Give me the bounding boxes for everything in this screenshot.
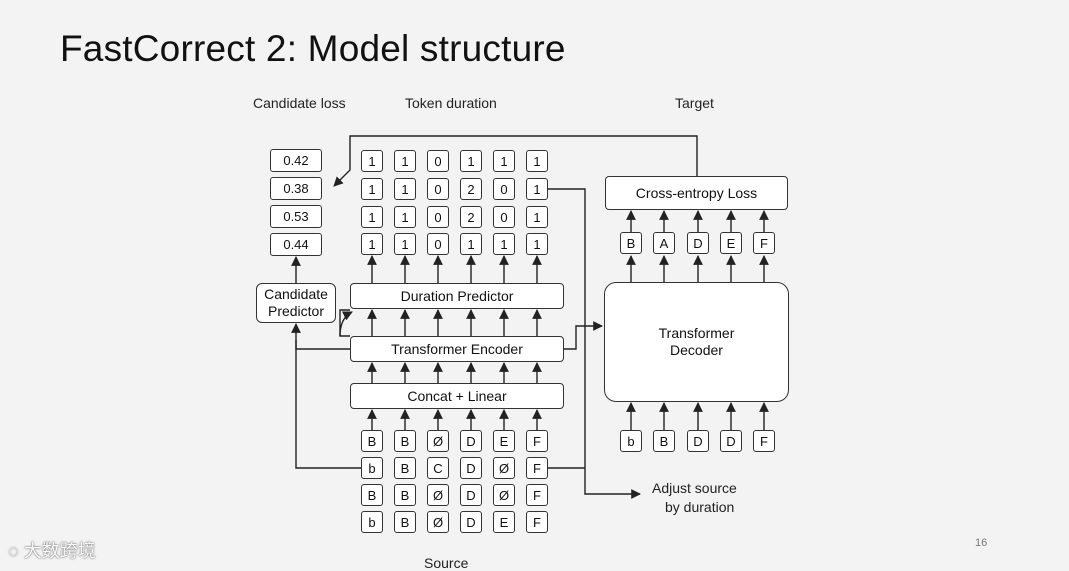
source-token-cell: E bbox=[493, 430, 515, 452]
duration-cell: 1 bbox=[460, 150, 482, 172]
source-token-cell: D bbox=[460, 511, 482, 533]
transformer-decoder-line2: Decoder bbox=[670, 342, 723, 358]
duration-cell: 1 bbox=[361, 206, 383, 228]
source-token-cell: b bbox=[361, 457, 383, 479]
arrow-encoder-to-decoder bbox=[564, 321, 603, 350]
duration-cell: 1 bbox=[493, 233, 515, 255]
duration-predictor-block: Duration Predictor bbox=[350, 283, 564, 309]
arrow-duration-to-adjust bbox=[548, 188, 641, 499]
candidate-predictor-line1: Candidate bbox=[264, 286, 328, 303]
concat-linear-block: Concat + Linear bbox=[350, 383, 564, 409]
duration-cell: 0 bbox=[427, 150, 449, 172]
source-token-cell: F bbox=[526, 457, 548, 479]
source-token-cell: D bbox=[460, 430, 482, 452]
duration-cell: 2 bbox=[460, 178, 482, 200]
slide-title: FastCorrect 2: Model structure bbox=[60, 28, 566, 69]
target-token-cell: B bbox=[620, 232, 642, 254]
target-token-cell: D bbox=[687, 232, 709, 254]
decoder-input-token-cell: b bbox=[620, 430, 642, 452]
duration-cell: 1 bbox=[361, 233, 383, 255]
source-token-cell: Ø bbox=[427, 430, 449, 452]
source-token-cell: B bbox=[361, 484, 383, 506]
candidate-predictor-block: Candidate Predictor bbox=[256, 283, 336, 323]
target-label: Target bbox=[675, 95, 714, 111]
decoder-input-token-cell: D bbox=[720, 430, 742, 452]
adjust-source-label-line1: Adjust source bbox=[652, 480, 737, 496]
duration-cell: 1 bbox=[526, 233, 548, 255]
source-token-cell: Ø bbox=[427, 511, 449, 533]
duration-cell: 0 bbox=[427, 206, 449, 228]
decoder-input-token-cell: B bbox=[653, 430, 675, 452]
duration-cell: 0 bbox=[427, 178, 449, 200]
source-token-cell: C bbox=[427, 457, 449, 479]
cross-entropy-loss-block: Cross-entropy Loss bbox=[605, 176, 788, 210]
duration-cell: 1 bbox=[526, 206, 548, 228]
duration-cell: 1 bbox=[394, 233, 416, 255]
candidate-loss-value: 0.42 bbox=[270, 149, 322, 172]
source-token-cell: B bbox=[394, 484, 416, 506]
source-token-cell: b bbox=[361, 511, 383, 533]
duration-cell: 1 bbox=[460, 233, 482, 255]
arrow-target-to-loss bbox=[333, 135, 698, 187]
candidate-loss-value: 0.38 bbox=[270, 177, 322, 200]
source-token-cell: B bbox=[394, 430, 416, 452]
candidate-loss-value: 0.53 bbox=[270, 205, 322, 228]
arrow-encoder-side-head bbox=[339, 311, 353, 337]
source-token-cell: D bbox=[460, 457, 482, 479]
decoder-input-token-cell: D bbox=[687, 430, 709, 452]
source-token-cell: F bbox=[526, 511, 548, 533]
source-token-cell: Ø bbox=[427, 484, 449, 506]
adjust-source-label-line2: by duration bbox=[665, 499, 735, 515]
duration-cell: 1 bbox=[526, 178, 548, 200]
arrow-source-to-candidate-predictor bbox=[295, 340, 361, 469]
decoder-input-token-cell: F bbox=[753, 430, 775, 452]
token-duration-label: Token duration bbox=[405, 95, 497, 111]
source-token-cell: B bbox=[361, 430, 383, 452]
source-token-cell: F bbox=[526, 484, 548, 506]
target-token-cell: E bbox=[720, 232, 742, 254]
duration-cell: 1 bbox=[493, 150, 515, 172]
duration-cell: 0 bbox=[493, 206, 515, 228]
source-token-cell: B bbox=[394, 511, 416, 533]
duration-cell: 1 bbox=[394, 206, 416, 228]
source-token-cell: B bbox=[394, 457, 416, 479]
source-token-cell: D bbox=[460, 484, 482, 506]
source-token-cell: F bbox=[526, 430, 548, 452]
source-token-cell: Ø bbox=[493, 457, 515, 479]
source-token-cell: Ø bbox=[493, 484, 515, 506]
duration-cell: 1 bbox=[394, 150, 416, 172]
duration-cell: 1 bbox=[394, 178, 416, 200]
candidate-loss-label: Candidate loss bbox=[253, 95, 346, 111]
target-token-cell: A bbox=[653, 232, 675, 254]
source-label: Source bbox=[424, 555, 469, 571]
transformer-encoder-block: Transformer Encoder bbox=[350, 336, 564, 362]
duration-cell: 1 bbox=[361, 178, 383, 200]
target-token-cell: F bbox=[753, 232, 775, 254]
duration-cell: 1 bbox=[526, 150, 548, 172]
duration-cell: 2 bbox=[460, 206, 482, 228]
transformer-decoder-line1: Transformer bbox=[658, 325, 735, 342]
transformer-decoder-block: Transformer Decoder bbox=[604, 282, 789, 402]
duration-cell: 1 bbox=[361, 150, 383, 172]
candidate-predictor-line2: Predictor bbox=[267, 303, 325, 319]
candidate-loss-value: 0.44 bbox=[270, 233, 322, 256]
duration-cell: 0 bbox=[493, 178, 515, 200]
page-number: 16 bbox=[975, 537, 988, 549]
watermark-logo: ◌ 大数跨境 bbox=[8, 541, 96, 561]
arrow-encoder-side bbox=[339, 309, 350, 337]
duration-cell: 0 bbox=[427, 233, 449, 255]
source-token-cell: E bbox=[493, 511, 515, 533]
